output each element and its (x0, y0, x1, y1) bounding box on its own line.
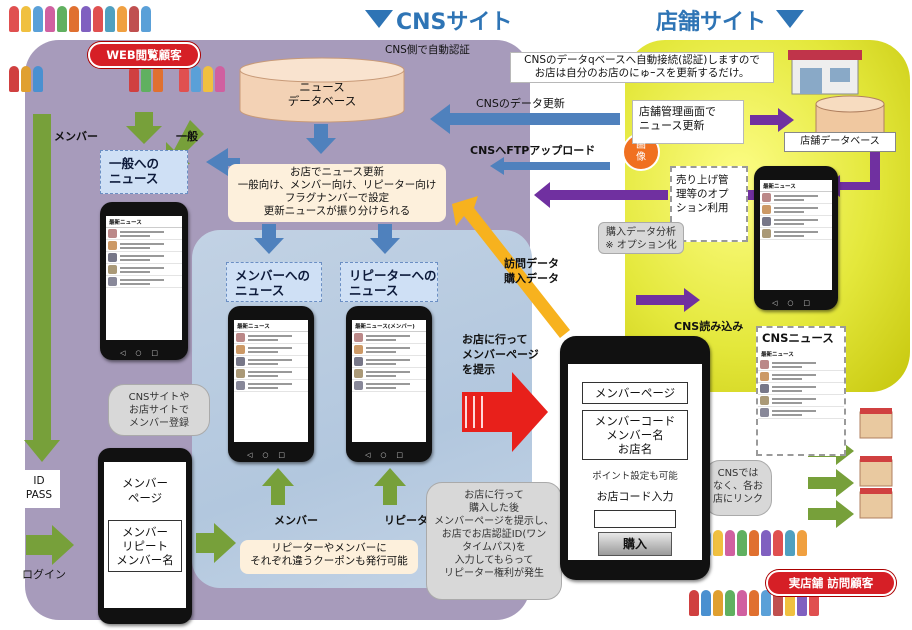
blue-arrow-cns-data-update (430, 104, 620, 134)
screen-title: 最新ニュース (106, 216, 182, 228)
cns-load-label: CNS読み込み (674, 320, 744, 333)
shop-visitors-crowd2-icon (688, 590, 908, 620)
member-page-info: メンバー リピート メンバー名 (108, 520, 182, 572)
green-arrow-member-up (262, 468, 294, 505)
link-note-bubble: CNSでは なく、各お 店にリンク (704, 460, 772, 516)
checkout-details: メンバーコード メンバー名 お店名 (582, 410, 688, 460)
shop-code-input[interactable] (594, 510, 676, 528)
blue-arrow-general-left (206, 148, 240, 176)
auto-connect-note: CNSのデータqベースへ自動接続(認証)しますので お店は自分のお店のにゅｰスを… (510, 52, 774, 83)
cns-ftp-upload-label: CNSへFTPアップロード (470, 144, 596, 157)
screen-title: 最新ニュース (234, 320, 308, 332)
green-arrow-shop-link-2 (808, 469, 854, 497)
purple-arrow-cns-load (636, 288, 700, 312)
visit-purchase-data-label: 訪問データ 購入データ (504, 257, 559, 285)
member-register-bubble: CNSサイトや お店サイトで メンバー登録 (108, 384, 210, 436)
blue-arrow-member-news-down (254, 224, 284, 254)
orange-arrow-visit-data (452, 196, 570, 338)
member-label: メンバー (54, 130, 98, 143)
purple-arrow-admin-to-db (750, 108, 794, 132)
shop-db-cylinder (815, 95, 885, 141)
member-bottom-label: メンバー (274, 514, 318, 527)
news-db-label: ニュース データベース (287, 80, 357, 108)
coupon-note-box: リピーターやメンバーに それぞれ違うクーポンも発行可能 (240, 540, 418, 574)
cns-news-title: CNSニュース (762, 331, 834, 345)
screen-title: 最新ニュース (760, 180, 832, 192)
shop-icons-row (859, 408, 893, 519)
member-page-phone: メンバー ページ メンバー リピート メンバー名 (98, 448, 192, 624)
purple-arrow-db-down (826, 150, 880, 197)
screen-title: 最新ニュース(メンバー) (352, 320, 426, 332)
repeater-right-bubble: お店に行って 購入した後 メンバーページを提示し、 お店でお店認証ID(ワン タ… (426, 482, 562, 600)
general-news-phone: 最新ニュース ◁○□ (100, 202, 188, 360)
auto-auth-label: CNS側で自動認証 (385, 44, 470, 56)
green-arrow-shop-link-3 (808, 500, 854, 528)
shop-news-update-box: お店でニュース更新 一般向け、メンバー向け、リピーター向け フラグナンバーで設定… (228, 164, 446, 222)
web-visitors-right2-icon (178, 66, 268, 96)
checkout-shop-code-label: お店コード入力 (596, 490, 674, 503)
member-news-phone: 最新ニュース ◁○□ (228, 306, 314, 462)
blue-arrow-db-down (306, 124, 336, 154)
shop-db-label: 店舗データベース (784, 132, 896, 152)
image-circle-label: 画 像 (636, 140, 646, 163)
cns-site-triangle-icon (365, 10, 393, 28)
shop-site-triangle-icon (776, 10, 804, 28)
id-pass-box: ID PASS (18, 470, 60, 508)
shop-visitors-badge: 実店舗 訪問顧客 (766, 570, 896, 596)
blue-arrow-ftp (490, 157, 610, 175)
repeater-bottom-label: リピーター (384, 514, 439, 527)
general-label: 一般 (176, 130, 198, 143)
cns-site-title: CNSサイト (396, 10, 513, 35)
member-news-box: メンバーへの ニュース (226, 262, 322, 302)
shop-news-phone: 最新ニュース ◁○□ (754, 166, 838, 310)
web-visitors-right-icon (128, 66, 198, 96)
green-arrow-repeater-up (374, 468, 406, 505)
purchase-analysis-bubble: 購入データ分析 ※ オプション化 (598, 222, 684, 254)
cns-news-box: CNSニュース 最新ニュース (756, 326, 846, 456)
news-db-cylinder (239, 57, 405, 123)
checkout-phone: メンバーページ メンバーコード メンバー名 お店名 ポイント設定も可能 お店コー… (560, 336, 710, 580)
checkout-points-note: ポイント設定も可能 (592, 471, 678, 482)
login-label: ログイン (22, 568, 66, 581)
web-visitors-badge: WEB閲覧顧客 (88, 42, 200, 68)
repeater-news-phone: 最新ニュース(メンバー) ◁○□ (346, 306, 432, 462)
green-arrow-member-down (126, 112, 162, 144)
checkout-member-page: メンバーページ (582, 382, 688, 404)
purple-arrow-to-cns (534, 182, 668, 208)
blue-arrow-repeater-news-down (370, 224, 400, 254)
shop-building-icon (788, 50, 862, 95)
cns-data-update-label: CNSのデータ更新 (476, 97, 565, 110)
screen-title: 最新ニュース (761, 352, 794, 358)
web-visitors-crowd-icon (8, 6, 188, 36)
green-arrow-login-right (26, 525, 74, 565)
shop-admin-update-box: 店舗管理画面で ニュース更新 (632, 100, 744, 144)
member-page-title: メンバー ページ (122, 476, 168, 505)
green-arrow-long-down (24, 114, 60, 462)
green-arrow-coupon-right (196, 523, 236, 563)
web-visitors-left-icon (8, 66, 78, 96)
go-to-shop-label: お店に行って メンバーページ を提示 (462, 333, 539, 376)
red-arrow-to-shop (462, 372, 548, 452)
buy-button[interactable]: 購入 (598, 532, 672, 556)
repeater-news-box: リピーターへの ニュース (340, 262, 438, 302)
general-news-box: 一般への ニュース (100, 150, 188, 194)
shop-site-title: 店舗サイト (656, 10, 767, 35)
